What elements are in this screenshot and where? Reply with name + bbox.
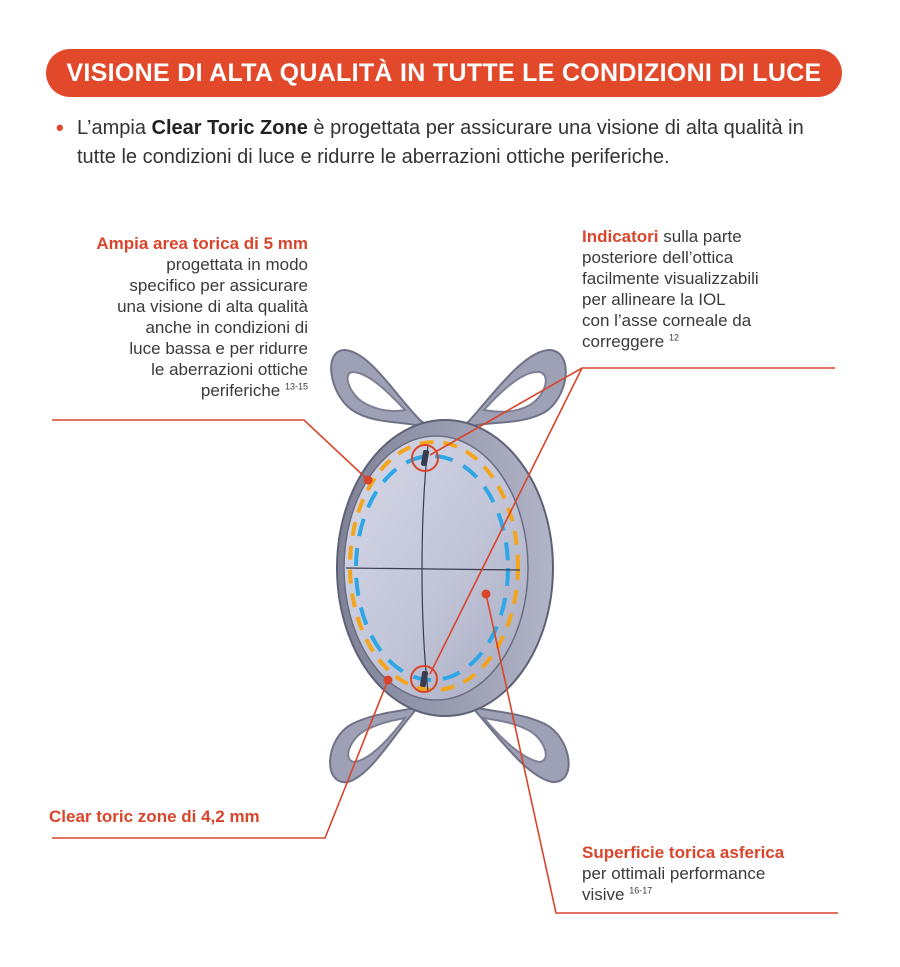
- optic-face: [343, 435, 529, 701]
- optic-meridian-vertical: [421, 444, 429, 693]
- callout-toric-area: Ampia area torica di 5 mm progettata in …: [40, 233, 308, 401]
- toric-zone-blue: [354, 454, 510, 682]
- title-banner: VISIONE DI ALTA QUALITÀ IN TUTTE LE COND…: [46, 49, 842, 97]
- haptic-top-right: [458, 348, 567, 430]
- intro-paragraph: • L’ampia Clear Toric Zone è progettata …: [56, 114, 846, 172]
- page-title: VISIONE DI ALTA QUALITÀ IN TUTTE LE COND…: [66, 58, 822, 87]
- callout-indicators: Indicatori sulla parte posteriore dell’o…: [582, 227, 759, 351]
- callout-aspheric: Superficie torica asferica per ottimali …: [582, 842, 852, 905]
- intro-text: L’ampia Clear Toric Zone è progettata pe…: [77, 117, 804, 168]
- haptic-bottom-left: [329, 704, 431, 784]
- toric-zone-yellow: [348, 440, 520, 692]
- bullet-icon: •: [56, 115, 64, 140]
- callout-clear-zone: Clear toric zone di 4,2 mm: [49, 806, 369, 827]
- reference-superscript: 16-17: [629, 885, 653, 896]
- leader-dots: [363, 475, 491, 685]
- callout-indicators-title: Indicatori: [582, 227, 659, 246]
- callout-aspheric-title: Superficie torica asferica: [582, 843, 785, 862]
- haptic-bottom-right: [461, 704, 570, 784]
- callout-toric-area-title: Ampia area torica di 5 mm: [96, 234, 308, 253]
- callout-clear-zone-title: Clear toric zone di 4,2 mm: [49, 807, 260, 826]
- leader-lines: [52, 367, 838, 914]
- axis-marker-bottom: [410, 665, 438, 693]
- intro-highlight: Clear Toric Zone: [151, 117, 308, 139]
- reference-superscript: 13-15: [284, 381, 308, 392]
- optic-meridian-horizontal: [345, 567, 521, 571]
- axis-marker-top: [411, 444, 439, 472]
- reference-superscript: 12: [668, 332, 679, 343]
- haptic-top-left: [330, 348, 431, 429]
